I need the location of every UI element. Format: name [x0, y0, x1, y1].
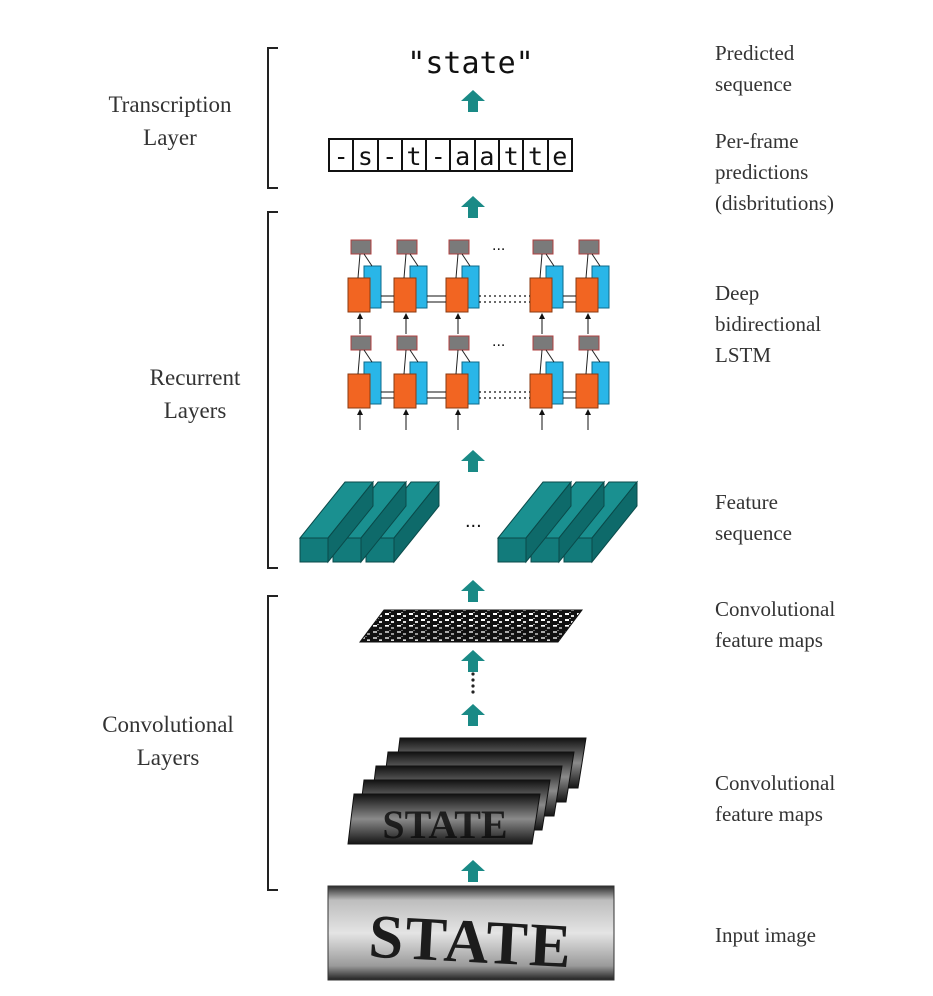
lstm-forward-cell — [393, 373, 417, 409]
lstm-connector — [409, 349, 419, 363]
feature-block-front — [497, 537, 527, 563]
predicted-sequence-value: "state" — [407, 46, 534, 81]
frame-box: a — [449, 138, 476, 172]
frame-box: s — [352, 138, 379, 172]
lstm-output-cell — [448, 239, 470, 255]
lstm-output-cell — [396, 335, 418, 351]
lstm-output-cell — [350, 335, 372, 351]
lstm-ellipsis: ... — [492, 237, 505, 254]
lstm-connector — [357, 349, 361, 375]
lstm-connector — [403, 253, 407, 279]
lstm-connector — [357, 253, 361, 279]
conv-feature-map-top — [359, 609, 583, 643]
conv-feature-maps-bottom: STATE — [347, 737, 587, 847]
frame-box: - — [425, 138, 452, 172]
conv-feature-map-sheet — [347, 793, 541, 845]
conv-feature-map-layer — [347, 793, 541, 845]
lstm-forward-cell — [575, 373, 599, 409]
lstm-grid: ...... — [347, 237, 610, 430]
lstm-forward-cell — [529, 277, 553, 313]
feature-block-front — [299, 537, 329, 563]
conv-feature-map-text: STATE — [382, 802, 507, 847]
recurrent-bracket — [267, 211, 278, 569]
lstm-connector — [403, 349, 407, 375]
lstm-label: Deep bidirectional LSTM — [715, 281, 822, 367]
up-arrow — [461, 196, 485, 218]
lstm-connector — [545, 253, 555, 267]
lstm-forward-cell — [445, 373, 469, 409]
lstm-connector — [409, 253, 419, 267]
per-frame-predictions-label: Per-frame predictions (disbritutions) — [715, 129, 834, 215]
lstm-forward-cell — [347, 277, 371, 313]
feature-sequence-blocks — [298, 480, 639, 564]
lstm-connector — [363, 253, 373, 267]
frame-box: e — [546, 138, 573, 172]
conv-ellipsis-dots — [471, 672, 475, 694]
convolutional-layers-label: Convolutional Layers — [102, 712, 234, 770]
lstm-output-cell — [532, 335, 554, 351]
lstm-forward-cell — [575, 277, 599, 313]
transcription-layer-label: Transcription Layer — [108, 92, 232, 150]
frame-box: - — [328, 138, 355, 172]
up-arrow — [461, 90, 485, 112]
lstm-connector — [363, 349, 373, 363]
up-arrow — [461, 860, 485, 882]
up-arrow — [461, 450, 485, 472]
up-arrow — [461, 650, 485, 672]
predicted-sequence-text: "state" — [0, 46, 933, 81]
recurrent-layers-label: Recurrent Layers — [149, 365, 241, 423]
convolutional-bracket — [267, 595, 278, 891]
lstm-connector — [461, 349, 471, 363]
lstm-output-cell — [578, 239, 600, 255]
lstm-connector — [545, 349, 555, 363]
feature-ellipsis: ... — [465, 510, 482, 532]
input-image: STATE — [327, 885, 615, 982]
feature-sequence-label: Feature sequence — [715, 490, 792, 545]
feature-block — [496, 480, 573, 564]
lstm-connector — [591, 349, 601, 363]
lstm-output-cell — [578, 335, 600, 351]
predicted-sequence-label: Predicted sequence — [715, 41, 795, 96]
up-arrow — [461, 704, 485, 726]
conv-feature-maps-top-label: Convolutional feature maps — [715, 597, 836, 652]
lstm-connector — [585, 349, 589, 375]
lstm-connector — [585, 253, 589, 279]
lstm-forward-cell — [445, 277, 469, 313]
lstm-ellipsis: ... — [492, 333, 505, 350]
lstm-connector — [455, 253, 459, 279]
frame-box: a — [473, 138, 501, 172]
lstm-connector — [455, 349, 459, 375]
lstm-output-cell — [532, 239, 554, 255]
conv-feature-maps-bottom-label: Convolutional feature maps — [715, 771, 836, 826]
input-image-label: Input image — [715, 923, 816, 947]
lstm-forward-cell — [529, 373, 553, 409]
lstm-output-cell — [448, 335, 470, 351]
flow-arrows — [461, 90, 485, 882]
lstm-connector — [591, 253, 601, 267]
lstm-forward-cell — [347, 373, 371, 409]
transcription-bracket — [267, 47, 278, 189]
lstm-connector — [539, 253, 543, 279]
feature-block — [298, 480, 375, 564]
lstm-connector — [539, 349, 543, 375]
up-arrow — [461, 580, 485, 602]
input-image-text: STATE — [367, 903, 574, 982]
frame-box: t — [498, 138, 525, 172]
lstm-connector — [461, 253, 471, 267]
lstm-output-cell — [350, 239, 372, 255]
lstm-forward-cell — [393, 277, 417, 313]
lstm-output-cell — [396, 239, 418, 255]
